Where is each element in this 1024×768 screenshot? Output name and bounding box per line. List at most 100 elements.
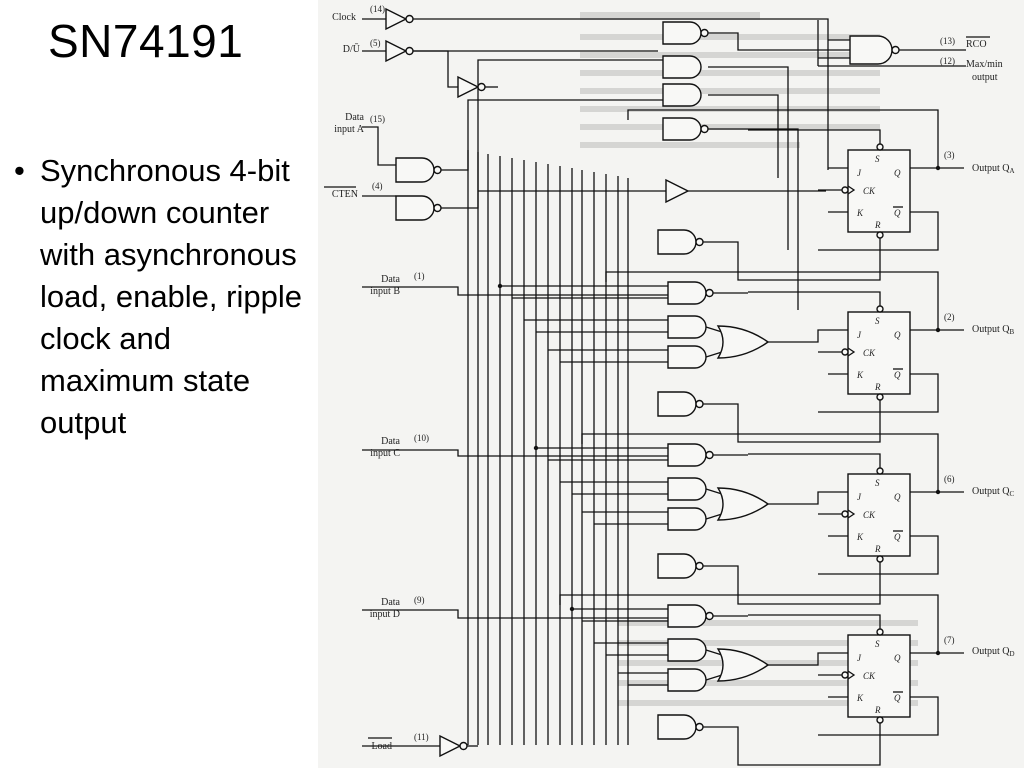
wire [700, 723, 881, 766]
wire [705, 649, 723, 656]
ff-pin-s: S [875, 154, 880, 164]
and-gate [667, 443, 707, 467]
clock-notch [847, 670, 856, 680]
clear-bubble [876, 231, 884, 239]
wire [818, 535, 939, 575]
input-pin-4: (1) [414, 271, 425, 281]
wire [748, 129, 881, 144]
and-gate [667, 315, 707, 339]
wire [700, 238, 881, 281]
gates [385, 7, 900, 758]
and-gate [662, 55, 702, 79]
or-gate [716, 648, 770, 682]
and-gate [667, 477, 707, 501]
output-label-1: Max/min [966, 59, 1003, 70]
input-label-2: Data [345, 112, 364, 123]
input-label2-2: input A [334, 124, 365, 135]
input-label-0: Clock [332, 12, 356, 23]
ff-pin-r: R [874, 705, 881, 715]
ff-pin-ck: CK [863, 186, 876, 196]
output-pin-4: (6) [944, 474, 955, 484]
buffer-triangle [665, 178, 690, 204]
and-gate [657, 553, 697, 579]
ff-pin-qbar: Q [894, 693, 901, 703]
input-label-5: Data [381, 436, 400, 447]
output-label-3: Output QB [972, 324, 1015, 336]
input-label2-4: input B [370, 286, 400, 297]
and-gate [849, 35, 893, 65]
ck-bubble [841, 348, 849, 356]
ff-pin-k: K [856, 370, 864, 380]
or-gate [716, 487, 770, 521]
inversion-bubble [695, 237, 704, 247]
inversion-bubble [433, 203, 442, 213]
wire [701, 32, 853, 51]
input-label-4: Data [381, 274, 400, 285]
jk-flip-flop-3 [847, 634, 911, 718]
jk-flip-flop-0 [847, 149, 911, 233]
wire [439, 99, 663, 171]
ff-pin-q: Q [894, 653, 901, 663]
wire [627, 109, 939, 168]
output-pin-3: (2) [944, 312, 955, 322]
junction-dot [497, 283, 503, 289]
and-gate [667, 668, 707, 692]
input-pin-0: (14) [370, 4, 385, 14]
wire [413, 50, 458, 88]
output-label-5: Output QD [972, 646, 1015, 658]
ff-pin-j: J [857, 492, 862, 502]
wire [708, 94, 779, 178]
ck-bubble [841, 671, 849, 679]
clock-notch [847, 347, 856, 357]
and-gate [667, 281, 707, 305]
wire [700, 562, 881, 605]
clear-bubble [876, 716, 884, 724]
input-pin-3: (4) [372, 181, 383, 191]
clear-bubble [876, 555, 884, 563]
input-label-7: Load [371, 741, 392, 752]
input-pin-2: (15) [370, 114, 385, 124]
input-label-3: CTEN [332, 189, 358, 200]
input-label2-6: input D [370, 609, 400, 620]
wire [413, 18, 829, 170]
bullet-list: Synchronous 4-bit up/down counter with a… [12, 150, 302, 444]
ck-bubble [841, 510, 849, 518]
wire [362, 609, 668, 619]
ff-pin-k: K [856, 693, 864, 703]
junction-dot [533, 445, 539, 451]
inversion-bubble [405, 46, 414, 56]
wire [362, 286, 668, 296]
clear-bubble [876, 393, 884, 401]
wire [362, 449, 668, 457]
ff-pin-r: R [874, 220, 881, 230]
and-gate [662, 83, 702, 107]
ff-pin-ck: CK [863, 348, 876, 358]
ck-bubble [841, 186, 849, 194]
input-pin-5: (10) [414, 433, 429, 443]
clock-notch [847, 185, 856, 195]
input-label-1: D/Ū [343, 43, 361, 55]
input-pin-1: (5) [370, 38, 381, 48]
ff-pin-k: K [856, 208, 864, 218]
inversion-bubble [405, 14, 414, 24]
ff-pin-s: S [875, 478, 880, 488]
wire [708, 128, 799, 310]
preset-bubble [876, 143, 884, 151]
and-gate [667, 507, 707, 531]
buffer-triangle [439, 734, 462, 758]
and-gate [395, 195, 435, 221]
wire [818, 373, 939, 413]
ff-pin-j: J [857, 330, 862, 340]
inversion-bubble [705, 450, 714, 460]
scan-background-text [580, 12, 918, 706]
wire [818, 211, 939, 251]
inversion-bubble [705, 288, 714, 298]
and-gate [662, 21, 702, 45]
wire [605, 271, 939, 330]
wire [705, 326, 723, 333]
inversion-bubble [477, 82, 486, 92]
ff-pin-qbar: Q [894, 208, 901, 218]
ff-pin-q: Q [894, 330, 901, 340]
ff-pin-q: Q [894, 168, 901, 178]
